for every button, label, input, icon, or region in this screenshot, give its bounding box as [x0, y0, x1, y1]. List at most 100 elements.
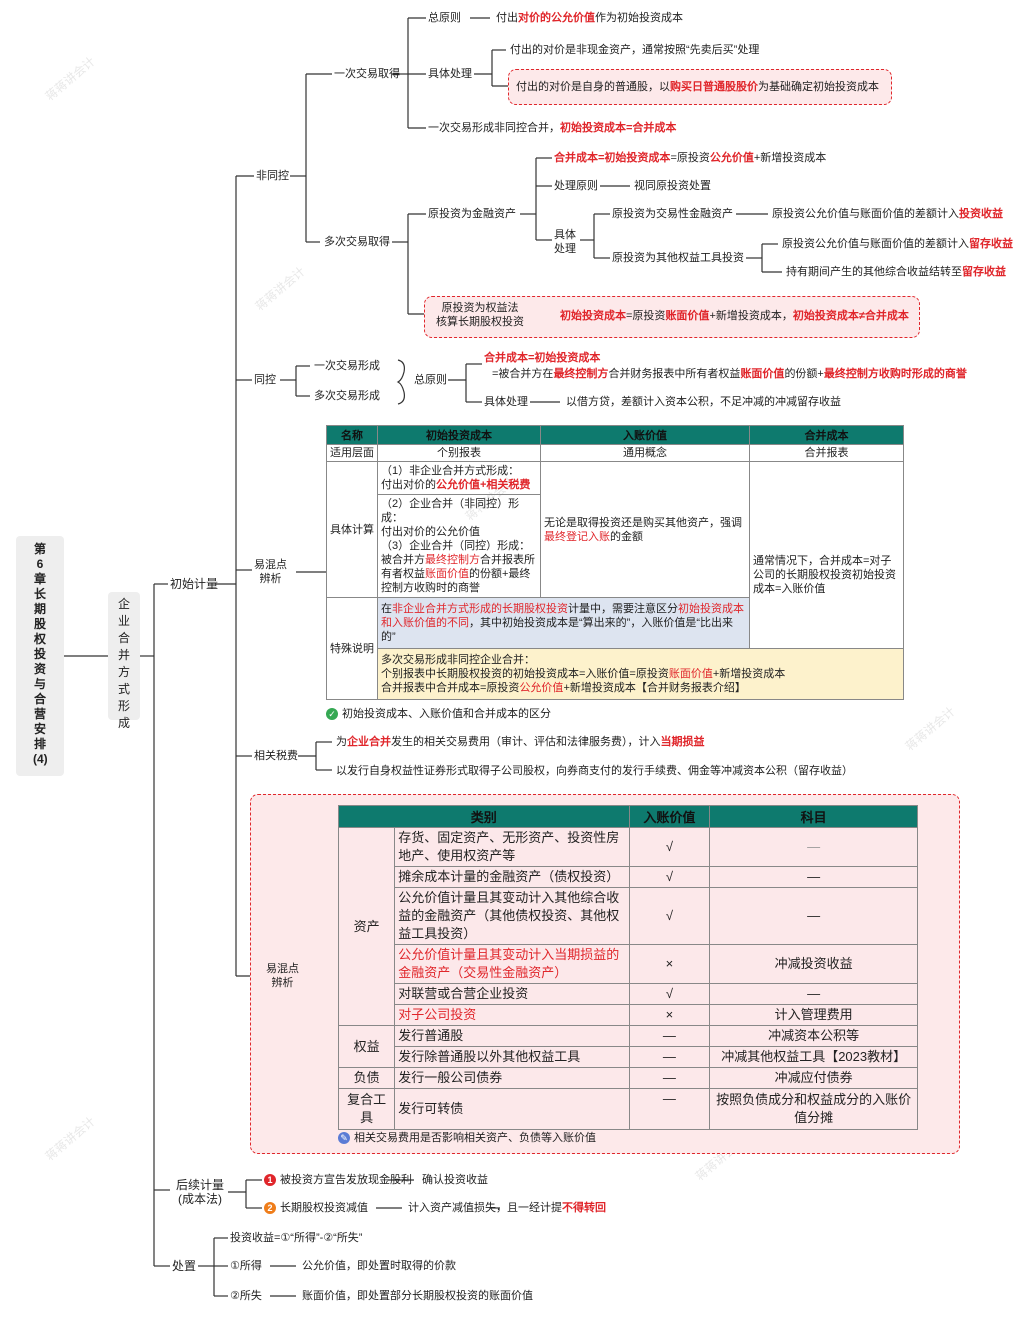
- juti-2-red: 购买日普通股股价: [670, 81, 758, 93]
- node-hunxiao-2: 易混点 辨析: [266, 963, 299, 989]
- t2-item: 发行普通股: [394, 1025, 630, 1047]
- t2-header-2: 科目: [709, 805, 918, 828]
- t1-header-3: 合并成本: [749, 425, 904, 445]
- tong-line2-red3: 最终控制方收购时形成的商誉: [823, 368, 967, 380]
- tong-line2c: 的份额+: [784, 368, 824, 380]
- multi-top-b: =原投资: [670, 152, 710, 164]
- tong-juti-text: 以借方贷，差额计入资本公积，不足冲减的冲减留存收益: [566, 396, 841, 408]
- once-form: 一次交易形成非同控合并，初始投资成本=合并成本: [428, 121, 676, 135]
- t2-v: ×: [628, 944, 711, 984]
- l1-node: 企业合并方式形成: [108, 592, 140, 730]
- t2-group-liability: 负债: [337, 1067, 396, 1089]
- qita-2a: 持有期间产生的其他综合收益结转至: [786, 266, 962, 278]
- t1-cell: 个别报表: [377, 444, 541, 462]
- qita-2: 持有期间产生的其他综合收益结转至留存收益: [786, 265, 1006, 279]
- t2-item: 公允价值计量且其变动计入当期损益的金融资产（交易性金融资产）: [394, 944, 630, 984]
- zong-text-2: 作为初始投资成本: [595, 12, 683, 24]
- related-2: 以发行自身权益性证券形式取得子公司股权，向券商支付的发行手续费、佣金等冲减资本公…: [336, 765, 853, 777]
- t2-item: 发行一般公司债券: [394, 1067, 630, 1089]
- sp2-3b: +新增投资成本【合并财务报表介绍】: [563, 682, 746, 694]
- sp1-b: 计量中，需要注意区分: [568, 603, 678, 615]
- s2ra: 计入资产减值损失，且一经计提: [408, 1202, 562, 1214]
- qita-2-red: 留存收益: [962, 266, 1006, 278]
- node-subsequent: 后续计量 (成本法): [176, 1178, 225, 1206]
- t2-k: 冲减其他权益工具【2023教材】: [709, 1046, 918, 1068]
- s2-red: 不得转回: [562, 1202, 606, 1214]
- zong-text-1: 付出: [496, 12, 518, 24]
- node-multi-acq: 多次交易取得: [324, 236, 390, 248]
- disposal-2-result: 公允价值，即处置时取得的价款: [302, 1260, 456, 1272]
- t2-k: 冲减投资收益: [709, 944, 918, 984]
- qita-1-red: 留存收益: [969, 238, 1013, 250]
- t1-ruzhang-cell: 无论是取得投资还是购买其他资产，强调最终登记入账的金额: [540, 461, 750, 598]
- jiaoyi-a: 原投资公允价值与账面价值的差额计入: [772, 208, 959, 220]
- disposal-2: ①所得: [230, 1260, 262, 1272]
- node-tong: 同控: [254, 374, 276, 386]
- t2-k: —: [709, 866, 918, 888]
- equity-red1: 初始投资成本: [560, 310, 626, 322]
- calc-a2: 付出对价的公允价值+相关税费: [381, 478, 537, 492]
- zong-text: 付出对价的公允价值作为初始投资成本: [496, 11, 683, 25]
- juti-2a: 付出的对价是自身的普通股，以: [516, 81, 670, 93]
- t1-special-label: 特殊说明: [326, 597, 378, 700]
- node-yuan-fin: 原投资为金融资产: [428, 208, 516, 220]
- calc-c3a: 有者权益: [381, 568, 425, 580]
- t2-k: 冲减应付债券: [709, 1067, 918, 1089]
- t2-group-hybrid: 复合工具: [337, 1088, 396, 1130]
- thumb-icon: ✓: [326, 708, 338, 721]
- node-related-tax: 相关税费: [254, 750, 298, 762]
- t2-item: 存货、固定资产、无形资产、投资性房地产、使用权资产等: [394, 827, 630, 867]
- chuli-text: 视同原投资处置: [634, 180, 711, 192]
- ruzhang-a: 无论是取得投资还是购买其他资产，强调: [544, 516, 742, 529]
- equity-red3: 初始投资成本≠合并成本: [792, 310, 909, 322]
- calc-c2b: 合并报表所: [480, 554, 535, 566]
- t2-item: 发行除普通股以外其他权益工具: [394, 1046, 630, 1068]
- calc-c2-red: 最终控制方: [425, 554, 480, 566]
- t1-cell: 适用层面: [326, 444, 378, 462]
- equity-text: 初始投资成本=原投资账面价值+新增投资成本，初始投资成本≠合并成本: [560, 309, 909, 323]
- equity-box: [424, 296, 920, 338]
- t2-v: —: [628, 1025, 711, 1047]
- pencil-icon: ✎: [338, 1132, 350, 1145]
- once-form-red: 初始投资成本=合并成本: [560, 122, 677, 134]
- zong-text-red: 对价的公允价值: [518, 12, 595, 24]
- disposal-1: 投资收益=①“所得”-②“所失”: [230, 1232, 363, 1244]
- table1-note-text: 初始投资成本、入账价值和合并成本的区分: [342, 708, 551, 720]
- qita-1: 原投资公允价值与账面价值的差额计入留存收益: [782, 237, 1013, 251]
- juti-2-box: [508, 69, 892, 105]
- calc-a1: （1）非企业合并方式形成：: [381, 465, 520, 477]
- t1-cell: 通用概念: [540, 444, 750, 462]
- fee-table: 类别 入账价值 科目 资产 存货、固定资产、无形资产、投资性房地产、使用权资产等…: [337, 805, 918, 1130]
- t2-item: 对联营或合营企业投资: [394, 983, 630, 1005]
- node-tong-once: 一次交易形成: [314, 360, 380, 372]
- multi-top-c: +新增投资成本: [753, 152, 827, 164]
- calc-b1: （2）企业合并（非同控）形成：: [381, 498, 520, 524]
- t2-k: 计入管理费用: [709, 1004, 918, 1026]
- table1-note: ✓ 初始投资成本、入账价值和合并成本的区分: [326, 707, 551, 721]
- t2-v: ×: [628, 1004, 711, 1026]
- node-tong-juti: 具体处理: [484, 396, 528, 408]
- s1: 被投资方宣告发放现金股利: [280, 1174, 412, 1186]
- calc-c4: 控制方收购时的商誉: [381, 582, 480, 594]
- node-zongyuanze: 总原则: [428, 12, 461, 24]
- juti-2b: 为基础确定初始投资成本: [758, 81, 879, 93]
- node-disposal: 处置: [172, 1259, 197, 1273]
- t2-v: —: [628, 1046, 711, 1068]
- sp2-3-red: 公允价值: [519, 682, 564, 694]
- t2-header-0: 类别: [338, 805, 630, 828]
- t2-k: 冲减资本公积等: [709, 1025, 918, 1047]
- sp2-2b: +新增投资成本: [712, 668, 786, 680]
- t1-header-1: 初始投资成本: [377, 425, 541, 445]
- t2-k: —: [709, 983, 918, 1005]
- t1-calc-label: 具体计算: [326, 461, 378, 598]
- t2-k: —: [709, 887, 918, 945]
- t2-group-equity: 权益: [337, 1025, 396, 1068]
- disposal-3: ②所失: [230, 1290, 262, 1302]
- calc-a2-red: 公允价值+相关税费: [436, 479, 531, 491]
- root-node: 第6章长期股权投资与合营安排(4): [16, 536, 64, 776]
- calc-c2a: 被合并方: [381, 554, 425, 566]
- once-form-a: 一次交易形成非同控合并，: [428, 122, 560, 134]
- sp1-red2: 初始投资成本和入账价值的不同: [381, 603, 744, 629]
- t1-calc-cell: （1）非企业合并方式形成： 付出对价的公允价值+相关税费 （2）企业合并（非同控…: [377, 461, 541, 598]
